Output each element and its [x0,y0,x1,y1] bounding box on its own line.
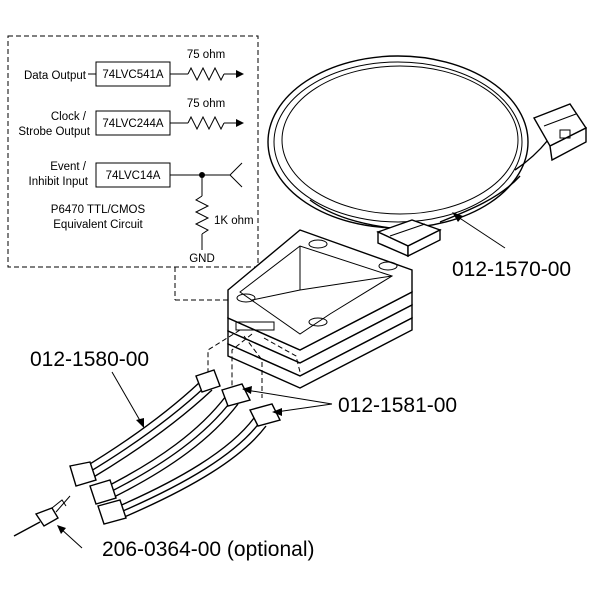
grabber-clip [13,495,71,537]
ground-label: GND [189,253,215,265]
lead-set-2 [89,383,252,505]
data-output-label: Data Output [24,70,87,82]
cable-probe-connector [376,219,442,258]
probe-pod [227,229,413,389]
arrow-icon [236,119,244,127]
lead-connector-3 [97,499,127,525]
arrow-icon [136,418,144,428]
lead-set-3 [97,403,282,525]
lead-connector-1 [69,461,97,487]
equivalent-circuit: Data Output 74LVC541A 75 ohm Clock / Str… [7,35,259,268]
leadset-part-number: 012-1580-00 [30,348,149,371]
resistor-label-clock: 75 ohm [187,98,225,110]
clock-label-line2: Strobe Output [18,126,90,138]
clock-label-line1: Clock / [51,111,87,123]
resistor-label-data: 75 ohm [187,49,225,61]
adapter-part-number: 012-1581-00 [338,394,457,417]
resistor-75-ohm-clock [187,115,225,131]
circuit-title-line2: Equivalent Circuit [53,219,143,231]
arrow-icon [242,386,252,394]
circuit-title-line1: P6470 TTL/CMOS [51,204,146,216]
lead-connector-2 [89,479,117,505]
event-label-line2: Inhibit Input [29,176,89,188]
arrow-icon [272,408,282,416]
cable-end-connector [532,103,588,162]
resistor-label-1k: 1K ohm [214,215,254,227]
circuit-dashed-border [7,35,259,268]
resistor-75-ohm-data [187,66,225,82]
event-label-line1: Event / [50,161,87,173]
lead-set-1 [69,369,221,487]
resistor-1k-ohm [194,195,210,235]
input-fork-icon [229,162,243,176]
cable-part-number: 012-1570-00 [452,258,571,281]
clip-part-number: 206-0364-00 (optional) [102,538,314,561]
arrow-icon [236,70,244,78]
arrow-icon [452,212,463,222]
chip-74lvc14a-label: 74LVC14A [106,170,161,182]
chip-74lvc541a-label: 74LVC541A [102,69,163,81]
arrow-icon [57,525,66,534]
chip-74lvc244a-label: 74LVC244A [102,118,163,130]
cable-coil [267,55,549,231]
